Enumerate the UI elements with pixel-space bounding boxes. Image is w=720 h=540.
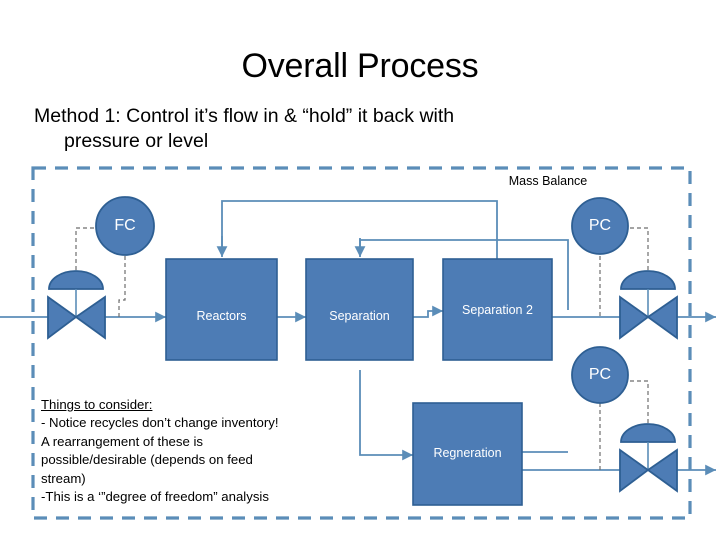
valve-feed-body [47,295,106,340]
valve-bottoms-body [619,448,678,493]
slide-subtitle: Method 1: Control it’s flow in & “hold” … [34,104,634,154]
notes-block: Things to consider: - Notice recycles do… [41,396,361,506]
valve-product[interactable] [619,270,678,340]
mass-balance-boundary [31,166,692,520]
controller-pc-top[interactable] [571,197,629,255]
controller-pc-bottom[interactable] [571,346,629,404]
signal-fc-to-valve [75,227,100,284]
valve-bottoms-actuator-dome [620,423,676,443]
notes-line: - Notice recycles don’t change inventory… [41,415,279,431]
notes-heading: Things to consider: [41,397,153,412]
pipe-separation-to-regneration [359,370,413,461]
signal-pc-bottom-to-valve [626,380,649,437]
subtitle-line-2: pressure or level [64,130,209,152]
notes-line: -This is a ‘”degree of freedom” analysis [41,489,269,505]
block-regneration[interactable] [412,402,523,506]
block-separation[interactable] [305,258,414,361]
notes-line: stream) [41,470,86,486]
signal-fc-to-process [118,256,126,317]
valve-product-actuator-dome [620,270,676,290]
notes-line: possible/desirable (depends on feed [41,452,253,468]
valve-feed-actuator-dome [48,270,104,290]
pipe-separation-to-separation2 [413,305,443,318]
valve-bottoms[interactable] [619,423,678,493]
valve-product-body [619,295,678,340]
block-separation-2[interactable] [442,258,553,361]
controller-fc[interactable] [95,196,155,256]
page-title: Overall Process [241,47,479,85]
recycle-loop-reactors [221,200,498,259]
block-reactors[interactable] [165,258,278,361]
valve-feed[interactable] [47,270,106,340]
notes-line: A rearrangement of these is [41,433,204,449]
subtitle-line-1: Method 1: Control it’s flow in & “hold” … [34,105,455,127]
signal-pc-top-to-valve [626,227,649,284]
